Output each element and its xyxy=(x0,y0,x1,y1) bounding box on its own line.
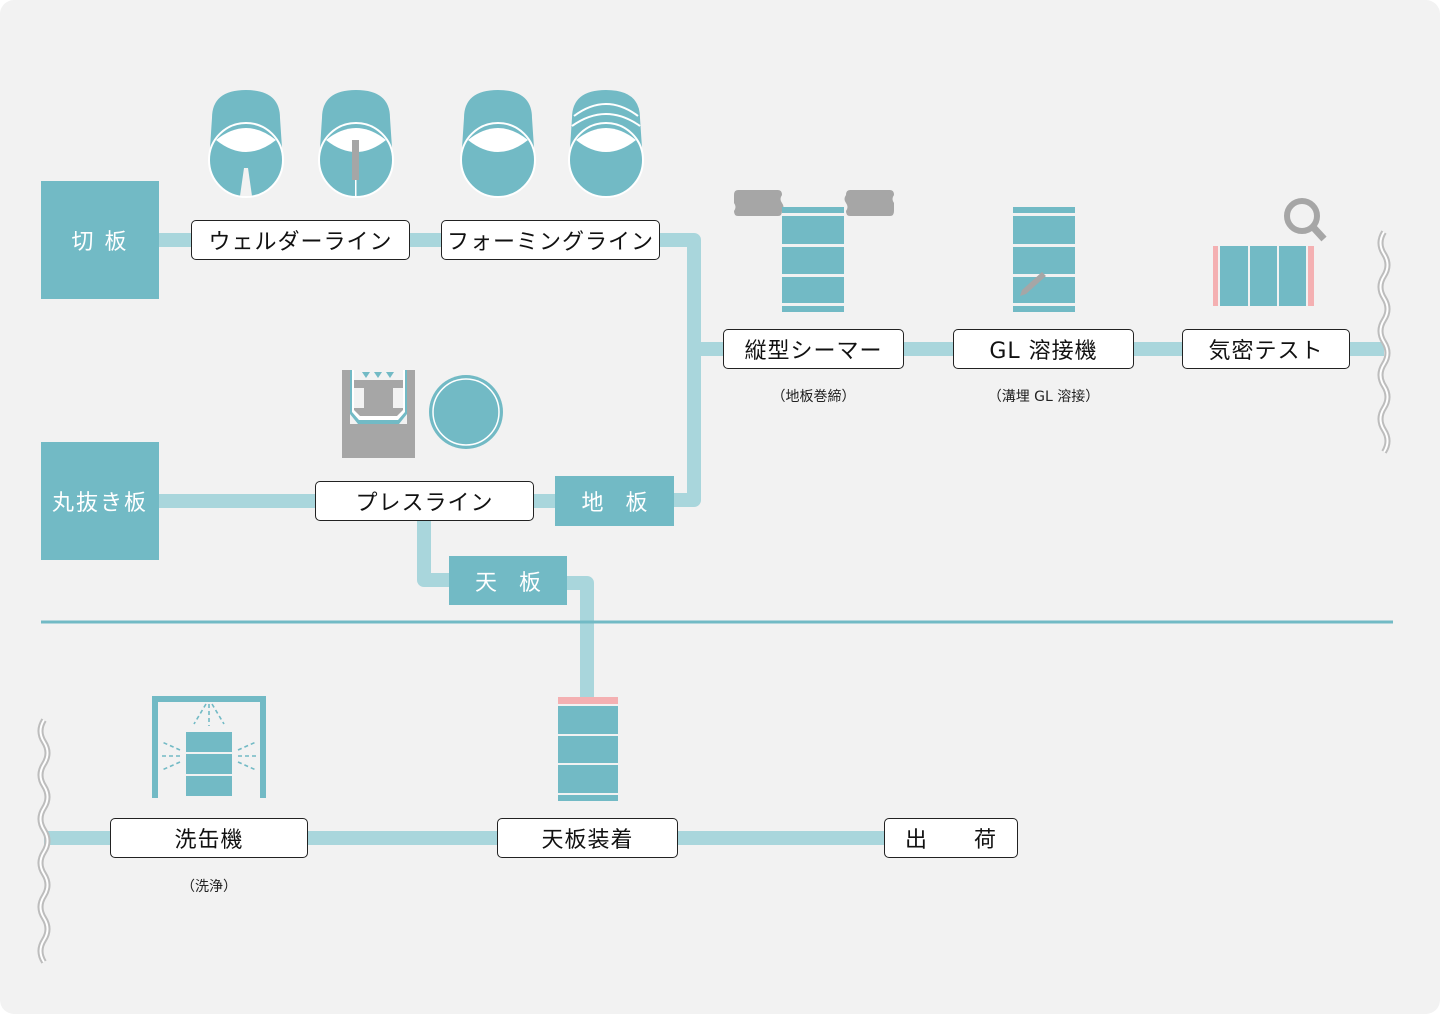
pipe-top-to-fitting xyxy=(566,576,594,700)
process-shipping-label: 出 荷 xyxy=(904,828,997,853)
pipe-press-to-top xyxy=(417,518,450,587)
welded-cylinder-icon xyxy=(318,90,394,198)
process-welder-line: ウェルダーライン xyxy=(191,220,410,260)
formed-cylinder-icon xyxy=(460,90,536,198)
capped-drum-icon xyxy=(558,697,618,801)
washing-booth-icon xyxy=(152,696,266,798)
source-cut-plate-label: 切 板 xyxy=(71,230,129,255)
pipe-forming-to-seamer xyxy=(658,233,701,507)
process-top-fitting-label: 天板装着 xyxy=(541,828,634,853)
process-welder-line-label: ウェルダーライン xyxy=(208,230,393,255)
sublabel-vertical-seamer: （地板巻締） xyxy=(771,389,856,405)
source-cut-plate: 切 板 xyxy=(41,181,159,299)
inspection-drum-icon xyxy=(1213,198,1327,306)
wavy-break-icon xyxy=(37,230,1391,964)
part-bottom-plate-label: 地 板 xyxy=(581,491,648,516)
process-shipping: 出 荷 xyxy=(884,818,1018,858)
process-vertical-seamer-label: 縦型シーマー xyxy=(744,339,883,364)
process-can-washer-label: 洗缶機 xyxy=(174,828,244,853)
ribbed-cylinder-icon xyxy=(568,90,644,198)
process-forming-line: フォーミングライン xyxy=(441,220,660,260)
process-press-line: プレスライン xyxy=(315,481,534,521)
welded-drum-icon xyxy=(1013,207,1075,312)
process-forming-line-label: フォーミングライン xyxy=(446,230,654,255)
part-top-plate-label: 天 板 xyxy=(474,570,541,596)
process-press-line-label: プレスライン xyxy=(355,491,494,516)
process-can-washer: 洗缶機 xyxy=(110,818,308,858)
magnifier-icon xyxy=(1284,198,1327,242)
round-plate-icon xyxy=(429,375,503,449)
process-top-fitting: 天板装着 xyxy=(497,818,678,858)
source-round-blank-label: 丸抜き板 xyxy=(51,491,148,516)
process-vertical-seamer: 縦型シーマー xyxy=(723,329,904,369)
press-machine-icon xyxy=(342,370,415,458)
sublabel-can-washer: （洗浄） xyxy=(181,879,237,895)
seamer-drum-icon xyxy=(734,190,894,312)
part-bottom-plate: 地 板 xyxy=(555,476,674,526)
process-airtight-test-label: 気密テスト xyxy=(1208,339,1324,364)
process-gl-welder: GL 溶接機 xyxy=(953,329,1134,369)
process-gl-welder-label: GL 溶接機 xyxy=(989,339,1098,364)
process-airtight-test: 気密テスト xyxy=(1182,329,1350,369)
part-top-plate: 天 板 xyxy=(449,556,567,605)
source-round-blank: 丸抜き板 xyxy=(41,442,159,560)
open-cylinder-icon xyxy=(208,90,284,198)
sublabel-gl-welder: （溝埋 GL 溶接） xyxy=(987,389,1100,405)
